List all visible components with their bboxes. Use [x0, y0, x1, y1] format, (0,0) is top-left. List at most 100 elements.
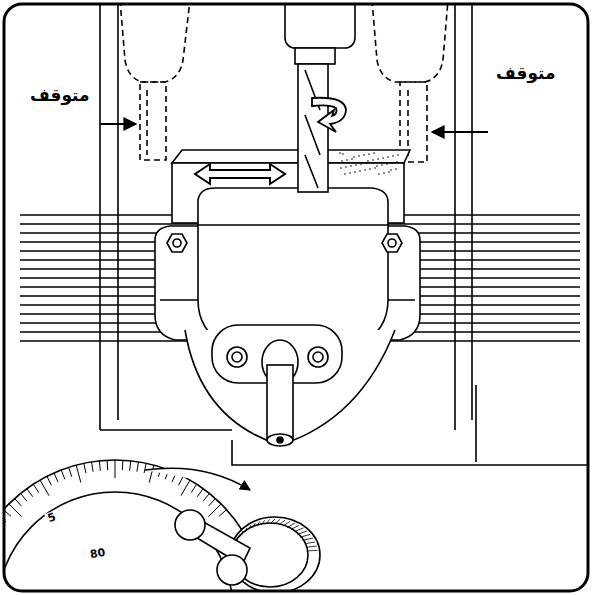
end-mill-part [312, 98, 346, 132]
graduated-dial-part-part [40, 480, 49, 496]
handwheel-knob-part-part [261, 520, 265, 525]
column-lines-part [117, 4, 119, 420]
workpiece-part-part [390, 169, 392, 171]
hex-nut-part [167, 234, 187, 252]
screw-boss-part [308, 347, 328, 367]
workpiece-part-part [376, 165, 378, 167]
handwheel-knob-part [175, 510, 205, 540]
column-lines-part [454, 4, 456, 430]
dashed-spindle-part [140, 82, 166, 160]
screw-boss-part [227, 347, 247, 367]
base-lines-part [100, 429, 232, 431]
end-mill-part [295, 48, 335, 64]
workpiece-part-part [374, 167, 376, 169]
workpiece-part-part [365, 162, 367, 164]
vise-body-part [198, 224, 388, 226]
end-mill-part [305, 70, 320, 188]
workpiece-part-part [339, 152, 341, 154]
graduated-dial-part-part [33, 484, 38, 492]
workpiece-part-part [351, 158, 353, 160]
handwheel-knob-part-part [287, 523, 295, 527]
graduated-dial-part-part [149, 465, 154, 482]
graduated-dial-part [4, 460, 265, 591]
graduated-dial-part-part [219, 510, 226, 517]
handwheel-knob-part-part [249, 525, 251, 529]
graduated-dial-part-part [92, 462, 94, 472]
workpiece-part-part [367, 160, 369, 162]
graduated-dial-part-part [9, 504, 22, 517]
workpiece-part-part [388, 171, 390, 173]
workpiece-part-part [372, 159, 374, 161]
dashed-spindle-part [146, 90, 148, 155]
handwheel-knob-part-part [306, 546, 317, 547]
workpiece-part-part [397, 154, 399, 156]
handwheel-knob-part-part [298, 531, 307, 534]
screw-boss-part [267, 434, 293, 446]
screw-boss-part [232, 352, 242, 362]
hex-nut-part [382, 234, 402, 252]
handwheel-knob [175, 510, 320, 591]
workpiece-part-part [360, 163, 362, 165]
workpiece-part-part [345, 166, 347, 168]
screw-boss-part [277, 437, 283, 443]
base-lines-part [475, 385, 477, 462]
handwheel-knob-part-part [307, 550, 318, 552]
graduated-dial-part-part [27, 489, 33, 497]
stop-arrows-part [432, 131, 488, 133]
graduated-dial-part-part [191, 484, 196, 492]
handwheel-knob-part-part [257, 521, 260, 526]
handwheel-knob-part-part [279, 520, 285, 525]
vise-body-part [198, 188, 388, 345]
dashed-spindle [120, 4, 448, 162]
graduated-dial-part-part [179, 476, 184, 485]
hex-nut-part [388, 239, 396, 247]
handwheel-knob-part-part [266, 519, 270, 524]
workpiece-part-part [342, 153, 344, 155]
workpiece-part-part [392, 155, 394, 157]
workpiece-part-part [386, 163, 388, 165]
vise-body [185, 188, 395, 445]
graduated-dial-part-part [107, 460, 109, 470]
workpiece-part-part [358, 155, 360, 157]
workpiece-part-part [373, 152, 375, 154]
handwheel-knob-part-part [246, 528, 247, 532]
workpiece-part-part [391, 162, 393, 164]
screw-boss [212, 325, 342, 446]
workpiece-part-part [353, 156, 355, 158]
graduated-dial-part-part [61, 470, 65, 479]
dashed-spindle-part [407, 90, 409, 158]
column-lines-part [99, 4, 101, 430]
frame-border [4, 4, 588, 591]
graduated-dial-part-part [122, 460, 124, 470]
base-lines-part [232, 440, 588, 465]
graduated-dial-part-part [47, 476, 52, 485]
graduated-dial-part-part [99, 461, 100, 471]
column-lines-part [471, 4, 473, 420]
workpiece-part-part [395, 168, 397, 170]
graduated-dial-part-part [69, 467, 72, 477]
workpiece-part-part [381, 164, 383, 166]
workpiece-part-part [349, 172, 351, 174]
workpiece-part-part [396, 161, 398, 163]
graduated-dial-part-part [115, 460, 116, 478]
workpiece-part-part [368, 153, 370, 155]
workpiece-part-part [364, 169, 366, 171]
stop-label: متوقف [28, 86, 92, 105]
workpiece-part-part [377, 158, 379, 160]
end-mill [285, 4, 355, 192]
dashed-spindle-part [372, 4, 448, 82]
graduated-dial-part [4, 492, 233, 591]
workpiece-part-part [355, 164, 357, 166]
handwheel-knob-part-part [242, 531, 244, 534]
workpiece-part-part [344, 173, 346, 175]
dashed-spindle-part [120, 4, 190, 82]
handwheel-knob-part-part [239, 534, 240, 537]
workpiece-part-part [378, 173, 380, 175]
workpiece-part-part [341, 160, 343, 162]
stop-arrows-part [100, 123, 136, 125]
workpiece-part [195, 164, 285, 184]
handwheel-knob-part-part [274, 519, 280, 524]
handwheel-knob-part-part [283, 521, 290, 526]
graduated-dial [4, 460, 265, 591]
